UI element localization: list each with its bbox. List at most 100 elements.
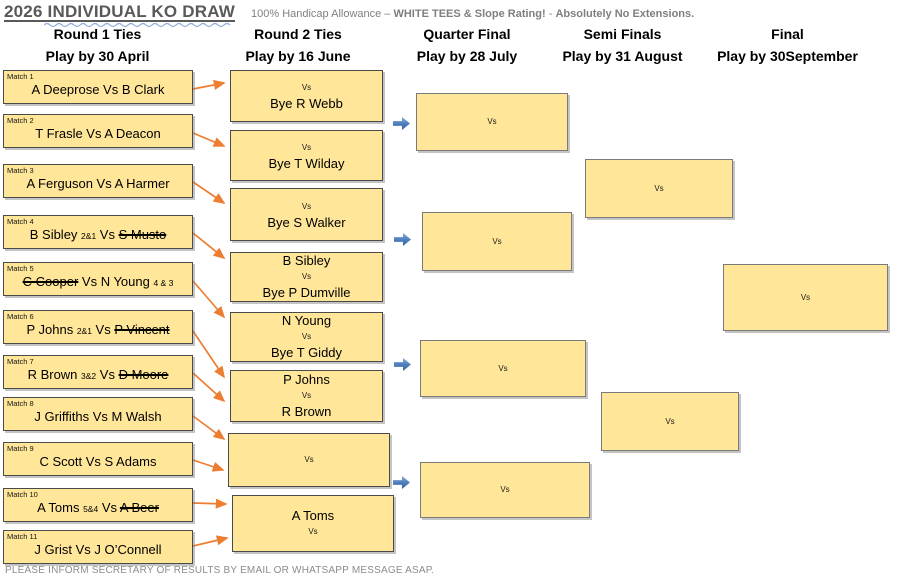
column-title: Round 2 Ties bbox=[254, 26, 342, 42]
column-title: Quarter Final bbox=[423, 26, 511, 42]
eliminated-player: S Musto bbox=[118, 227, 167, 242]
player-segment: Vs bbox=[98, 500, 120, 515]
player-segment: A Toms bbox=[37, 500, 84, 515]
column-subtitle: Play by 30September bbox=[717, 48, 858, 64]
vs-label: Vs bbox=[301, 201, 312, 211]
player-segment: C Scott Vs S Adams bbox=[39, 454, 157, 469]
match-players: T Frasle Vs A Deacon bbox=[4, 126, 192, 141]
vs-label: Vs bbox=[301, 391, 312, 400]
match-label: Match 5 bbox=[7, 264, 34, 273]
player-segment: P Johns bbox=[26, 322, 77, 337]
page-subtitle: 100% Handicap Allowance – WHITE TEES & S… bbox=[251, 8, 694, 20]
eliminated-player: P Vincent bbox=[114, 322, 170, 337]
match-players: A Toms 5&4 Vs A Beer bbox=[4, 500, 192, 515]
match-players: J Grist Vs J O’Connell bbox=[4, 542, 192, 557]
vs-label: Vs bbox=[654, 183, 664, 193]
blue-arrow-icon bbox=[394, 358, 411, 371]
vs-label: Vs bbox=[308, 526, 318, 536]
player-segment: Vs N Young bbox=[78, 274, 154, 289]
match-players: A Deeprose Vs B Clark bbox=[4, 82, 192, 97]
player-segment: Vs bbox=[91, 322, 115, 337]
quarter-final-box-2: Vs bbox=[422, 212, 572, 271]
column-subtitle: Play by 30 April bbox=[45, 48, 150, 64]
player-segment: J Grist Vs J O’Connell bbox=[34, 542, 162, 557]
player-segment: 2&1 bbox=[81, 231, 97, 241]
page-title: 2026 INDIVIDUAL KO DRAW bbox=[4, 2, 235, 21]
vs-label: Vs bbox=[487, 117, 497, 126]
round2-box-7: Vs bbox=[228, 433, 390, 487]
player-segment: Vs bbox=[96, 367, 119, 382]
round2-player: A Toms bbox=[291, 507, 335, 523]
eliminated-player: D Moore bbox=[118, 367, 169, 382]
quarter-final-box-3: Vs bbox=[420, 340, 586, 397]
round2-player: Bye R Webb bbox=[270, 96, 343, 111]
column-subtitle: Play by 28 July bbox=[416, 48, 518, 64]
vs-label: Vs bbox=[492, 236, 502, 246]
match-label: Match 4 bbox=[7, 217, 34, 226]
vs-label: Vs bbox=[498, 363, 508, 373]
player-segment: A Deeprose Vs B Clark bbox=[31, 82, 165, 97]
vs-label: Vs bbox=[304, 455, 314, 464]
subtitle-plain: 100% Handicap Allowance – bbox=[251, 8, 394, 20]
eliminated-player: A Beer bbox=[119, 500, 159, 515]
vs-label: Vs bbox=[301, 83, 312, 92]
vs-label: Vs bbox=[800, 292, 811, 302]
round2-player: P Johns bbox=[283, 372, 330, 387]
player-segment: Vs bbox=[96, 227, 119, 242]
subtitle-bold: WHITE TEES & Slope Rating! bbox=[393, 8, 546, 20]
semi-final-box-2: Vs bbox=[601, 392, 739, 451]
player-segment: 5&4 bbox=[83, 504, 99, 514]
match-label: Match 11 bbox=[7, 532, 38, 541]
blue-arrow-icon bbox=[393, 117, 410, 130]
player-segment: A Ferguson Vs A Harmer bbox=[26, 176, 170, 191]
player-segment: J Griffiths Vs M Walsh bbox=[34, 409, 162, 424]
round2-player: Bye T Wilday bbox=[268, 155, 345, 171]
semi-final-box-1: Vs bbox=[585, 159, 733, 218]
match-label: Match 10 bbox=[7, 490, 38, 499]
vs-label: Vs bbox=[665, 416, 675, 426]
round2-player: Bye S Walker bbox=[267, 214, 346, 230]
match-label: Match 3 bbox=[7, 166, 34, 175]
column-subtitle: Play by 31 August bbox=[562, 48, 683, 64]
column-subtitle: Play by 16 June bbox=[245, 48, 351, 64]
match-players: C Scott Vs S Adams bbox=[4, 454, 192, 469]
match-players: B Sibley 2&1 Vs S Musto bbox=[4, 227, 192, 242]
vs-label: Vs bbox=[301, 272, 312, 281]
round2-player: Bye T Giddy bbox=[270, 345, 343, 360]
subtitle-bold-2: Absolutely No Extensions. bbox=[555, 8, 695, 20]
player-segment: 4 & 3 bbox=[153, 278, 174, 288]
quarter-final-box-1: Vs bbox=[416, 93, 568, 151]
match-label: Match 8 bbox=[7, 399, 34, 408]
player-segment: B Sibley bbox=[29, 227, 82, 242]
match-label: Match 6 bbox=[7, 312, 34, 321]
round2-player: R Brown bbox=[281, 404, 332, 419]
player-segment: R Brown bbox=[27, 367, 82, 382]
column-title: Round 1 Ties bbox=[53, 26, 142, 42]
eliminated-player: C Cooper bbox=[22, 274, 79, 289]
footer-note: PLEASE INFORM SECRETARY OF RESULTS BY EM… bbox=[5, 565, 435, 576]
match-players: A Ferguson Vs A Harmer bbox=[4, 176, 192, 191]
vs-label: Vs bbox=[301, 142, 312, 152]
subtitle-dash: - bbox=[545, 8, 556, 20]
round2-player: B Sibley bbox=[282, 253, 331, 268]
player-segment: T Frasle Vs A Deacon bbox=[35, 126, 161, 141]
